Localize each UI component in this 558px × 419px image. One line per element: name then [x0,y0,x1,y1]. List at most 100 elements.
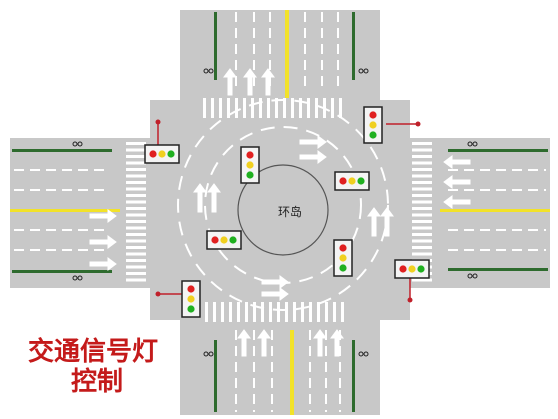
signal-yellow-lamp [348,177,356,185]
crosswalk-stripe-east [412,194,432,197]
crosswalk-stripe-north [331,98,334,118]
signal-red-lamp [149,150,157,158]
arrow-icon [443,155,471,169]
crosswalk-stripe-west [126,174,146,178]
signal-yellow-lamp [246,161,254,169]
median-south-right [352,340,355,412]
median-north-left [214,12,217,80]
direction-arrows [89,68,471,357]
crosswalk-stripe-east [412,142,432,145]
signal-green-lamp [187,305,195,313]
crosswalk-stripe-south [285,302,288,322]
signal-west-top [144,144,180,164]
arrow-icon [261,287,289,301]
crosswalk-stripe-north [307,98,310,118]
crosswalk-stripe-south [205,302,208,322]
crosswalk-stripe-north [283,98,286,118]
roundabout-island [237,164,329,256]
signal-yellow-lamp [408,265,416,273]
crosswalk-stripe-east [412,233,432,236]
crosswalk-stripe-west [126,194,146,197]
arrow-icon [243,68,257,96]
crosswalk-stripe-east [412,252,432,256]
arrow-icon [223,68,237,96]
crosswalk-stripe-west [126,220,146,223]
crosswalk-stripe-north [259,98,262,118]
crosswalk-stripe-south [277,302,280,322]
crosswalk-stripe-west [126,168,146,171]
crosswalk-stripe-south [317,302,320,322]
crosswalk-stripe-east [412,239,432,243]
arrow-icon [380,207,394,237]
signal-pole-tips [155,119,421,303]
arrow-icon [257,329,271,357]
roundabout-label: 环岛 [277,205,302,219]
crosswalk-stripe-east [412,174,432,178]
crosswalk-stripe-east [412,187,432,191]
crosswalk-stripe-north [251,98,254,118]
crosswalk-stripe-south [213,302,216,322]
crosswalk-stripe-east [412,213,432,217]
crosswalk-stripe-west [126,252,146,256]
arrow-icon [443,195,471,209]
crosswalk-stripe-west [126,239,146,243]
crosswalk-stripe-west [126,200,146,204]
signal-yellow-lamp [339,254,347,262]
signal-inner-north [240,146,260,184]
crosswalk-stripe-south [245,302,248,322]
bicycle-icon [467,273,478,279]
crosswalk-stripe-north [291,98,294,118]
signal-red-lamp [339,177,347,185]
crosswalk-stripe-south [301,302,304,322]
crosswalk-stripe-east [412,246,432,249]
arrow-icon [261,68,275,96]
signal-green-lamp [229,236,237,244]
median-west-bottom [12,270,112,273]
crosswalk-stripe-south [325,302,328,322]
center-lines [10,10,550,415]
signal-east-bottom [394,259,430,279]
crosswalk-stripe-south [341,302,344,322]
north-center-line [285,10,289,98]
crosswalk-stripe-south [229,302,232,322]
arrow-icon [299,135,327,149]
crosswalk-stripe-north [299,98,302,118]
signal-green-lamp [357,177,365,185]
crosswalk-stripe-east [412,161,432,165]
arrow-icon [237,329,251,357]
crosswalk-stripe-west [126,246,146,249]
crosswalk-stripe-south [269,302,272,322]
signal-red-lamp [211,236,219,244]
crosswalk-stripe-west [126,213,146,217]
crosswalk-stripe-north [211,98,214,118]
arrow-icon [330,329,344,357]
crosswalk-stripe-east [412,278,432,282]
crosswalk-stripe-west [126,181,146,184]
signal-green-lamp [246,171,254,179]
arrow-icon [193,183,207,213]
crosswalk-stripe-north [227,98,230,118]
traffic-signals [144,106,430,318]
arrow-icon [89,257,117,271]
crosswalk-stripe-north [267,98,270,118]
crosswalk-stripe-west [126,142,146,145]
signal-inner-west [206,230,242,250]
signal-green-lamp [417,265,425,273]
bicycle-icon [358,68,369,74]
crosswalk-stripe-west [126,259,146,262]
crosswalk-stripe-east [412,155,432,158]
signal-green-lamp [369,131,377,139]
west-center-line [10,209,120,212]
crosswalk-stripe-south [253,302,256,322]
bicycle-icon [72,141,83,147]
crosswalk-stripe-north [243,98,246,118]
arrow-icon [367,207,381,237]
crosswalk-stripe-west [126,155,146,158]
arrow-icon [299,150,327,164]
crosswalk-stripe-north [315,98,318,118]
median-north-right [352,12,355,80]
crosswalk-stripe-south [221,302,224,322]
arrow-icon [443,175,471,189]
caption-line-1: 交通信号灯 [27,337,158,367]
bicycle-icon [203,351,214,357]
